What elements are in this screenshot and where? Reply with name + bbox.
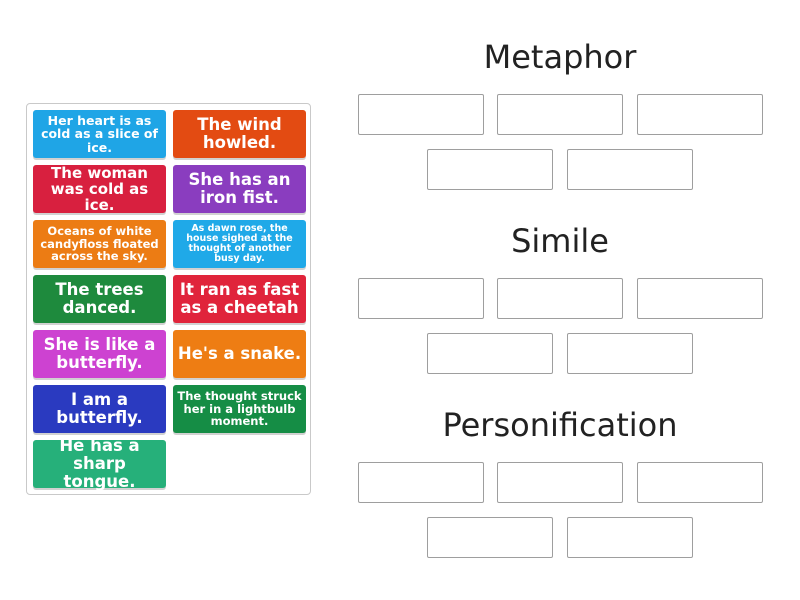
group-title-metaphor: Metaphor [483, 38, 637, 76]
group-title-simile: Simile [511, 222, 609, 260]
card-fast-cheetah[interactable]: It ran as fast as a cheetah [173, 275, 306, 323]
card-label: As dawn rose, the house sighed at the th… [186, 222, 293, 265]
card-label: Her heart is as cold as a slice of ice. [41, 112, 158, 155]
card-i-am-butterfly[interactable]: I am a butterfly. [33, 385, 166, 433]
card-her-heart-cold[interactable]: Her heart is as cold as a slice of ice. [33, 110, 166, 158]
card-label: He has a sharp tongue. [59, 436, 140, 491]
card-label: Oceans of white candyfloss floated acros… [40, 224, 159, 264]
card-like-butterfly[interactable]: She is like a butterfly. [33, 330, 166, 378]
card-sharp-tongue[interactable]: He has a sharp tongue. [33, 436, 166, 491]
personification-slot-2[interactable] [497, 462, 623, 503]
simile-slot-2[interactable] [497, 278, 623, 319]
card-iron-fist[interactable]: She has an iron fist. [173, 165, 306, 213]
group-title-personification: Personification [442, 406, 678, 444]
card-wind-howled[interactable]: The wind howled. [173, 110, 306, 158]
personification-slot-4[interactable] [427, 517, 553, 558]
simile-slot-5[interactable] [567, 333, 693, 374]
card-label: He's a snake. [177, 344, 302, 364]
metaphor-slot-5[interactable] [567, 149, 693, 190]
card-label: It ran as fast as a cheetah [179, 280, 300, 317]
card-label: The trees danced. [55, 280, 144, 317]
simile-slot-3[interactable] [637, 278, 763, 319]
card-label: The wind howled. [197, 115, 282, 152]
card-thought-struck[interactable]: The thought struck her in a lightbulb mo… [173, 385, 306, 433]
card-tray: Her heart is as cold as a slice of ice. … [26, 103, 311, 495]
personification-slot-5[interactable] [567, 517, 693, 558]
metaphor-slot-4[interactable] [427, 149, 553, 190]
card-label: The woman was cold as ice. [50, 163, 149, 215]
card-oceans-candyfloss[interactable]: Oceans of white candyfloss floated acros… [33, 220, 166, 268]
card-label: She is like a butterfly. [43, 335, 156, 372]
card-woman-cold-ice[interactable]: The woman was cold as ice. [33, 165, 166, 213]
simile-slot-4[interactable] [427, 333, 553, 374]
metaphor-slot-1[interactable] [358, 94, 484, 135]
card-label: I am a butterfly. [56, 390, 143, 427]
metaphor-slot-3[interactable] [637, 94, 763, 135]
card-hes-snake[interactable]: He's a snake. [173, 330, 306, 378]
card-label: She has an iron fist. [188, 170, 291, 207]
simile-slot-1[interactable] [358, 278, 484, 319]
metaphor-slot-2[interactable] [497, 94, 623, 135]
card-trees-danced[interactable]: The trees danced. [33, 275, 166, 323]
personification-slot-1[interactable] [358, 462, 484, 503]
card-label: The thought struck her in a lightbulb mo… [177, 389, 302, 429]
personification-slot-3[interactable] [637, 462, 763, 503]
card-dawn-house-sighed[interactable]: As dawn rose, the house sighed at the th… [173, 220, 306, 268]
